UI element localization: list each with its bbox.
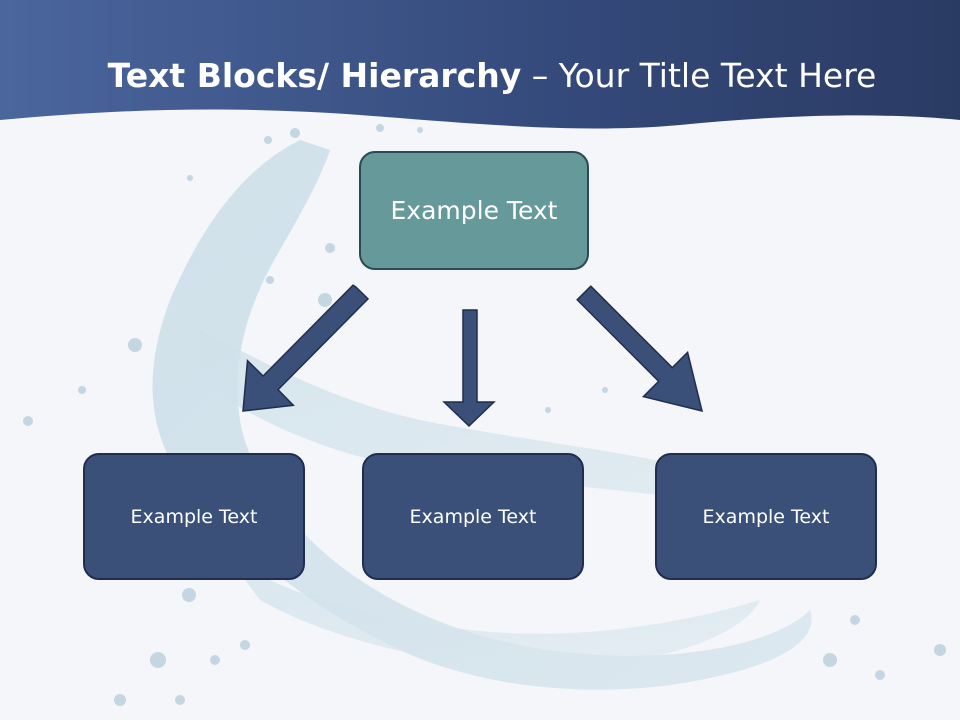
top-level-box[interactable]: Example Text	[359, 151, 589, 270]
water-droplets	[23, 124, 946, 706]
child-box-2-label: Example Text	[409, 505, 537, 528]
child-box-3-label: Example Text	[702, 505, 830, 528]
arrow-middle	[442, 309, 496, 428]
child-box-1[interactable]: Example Text	[83, 453, 305, 580]
arrow-right	[576, 285, 704, 413]
header-band	[0, 0, 960, 129]
child-box-2[interactable]: Example Text	[362, 453, 584, 580]
water-splash-image	[152, 140, 812, 690]
slide-title-rest: – Your Title Text Here	[521, 56, 877, 95]
slide-title: Text Blocks/ Hierarchy – Your Title Text…	[0, 48, 960, 104]
slide-title-bold: Text Blocks/ Hierarchy	[107, 56, 522, 95]
child-box-1-label: Example Text	[130, 505, 258, 528]
arrow-left	[242, 284, 370, 412]
top-level-box-label: Example Text	[390, 196, 558, 225]
child-box-3[interactable]: Example Text	[655, 453, 877, 580]
